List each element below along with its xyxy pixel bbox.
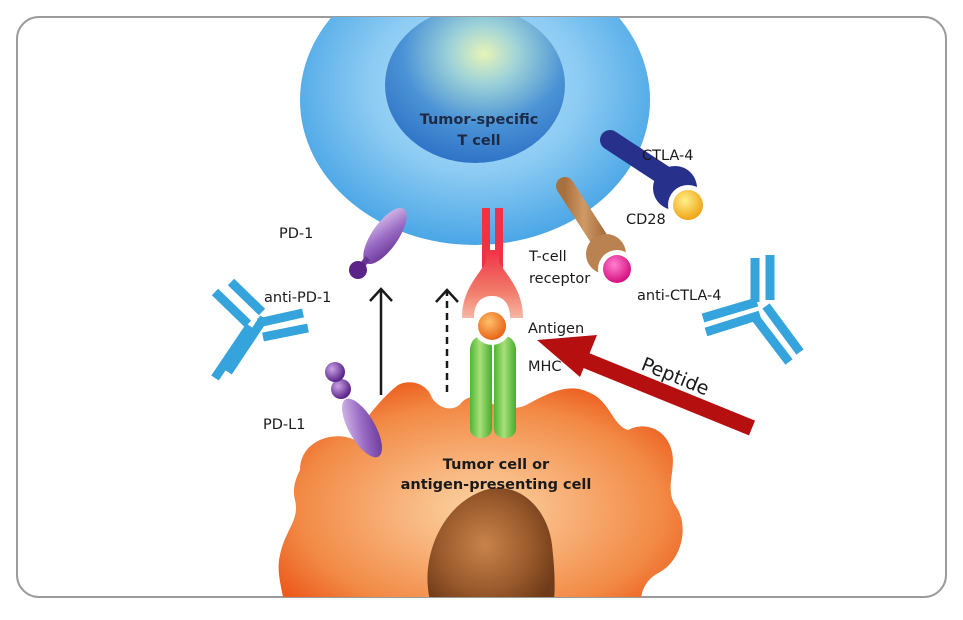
tcr-label-line2: receptor <box>529 271 590 287</box>
t-cell <box>300 17 650 245</box>
anti-ctla4-label: anti-CTLA-4 <box>637 288 721 304</box>
cd28-label: CD28 <box>626 212 666 228</box>
tcr-label-line1: T-cell <box>528 249 567 265</box>
mhc-label: MHC <box>528 359 562 375</box>
mhc-molecule <box>470 335 516 438</box>
b7-ligand-pink <box>603 255 631 283</box>
anti-ctla4-antibody <box>701 255 804 365</box>
tumor-nucleus <box>427 488 555 597</box>
tumor-cell-label-line1: Tumor cell or <box>443 457 550 473</box>
tumor-cell-label-line2: antigen-presenting cell <box>401 477 592 493</box>
pd1-receptor <box>349 207 407 279</box>
anti-pd1-antibody <box>211 278 309 381</box>
ctla4-label: CTLA-4 <box>642 148 693 164</box>
peptide-arrow <box>537 335 756 436</box>
t-cell-nucleus <box>385 17 565 163</box>
pd1-label: PD-1 <box>279 226 313 242</box>
anti-pd1-label: anti-PD-1 <box>264 290 331 306</box>
t-cell-label-line1: Tumor-specific <box>420 112 539 128</box>
t-cell-receptor <box>462 208 523 318</box>
antigen <box>473 307 511 345</box>
binding-arrow-dashed <box>435 288 459 392</box>
b7-ligand-yellow <box>673 190 703 220</box>
ctla4-receptor <box>600 130 708 225</box>
t-cell-label-line2: T cell <box>457 133 500 149</box>
antigen-label: Antigen <box>528 321 584 337</box>
pdl1-ligand <box>325 362 382 458</box>
pdl1-label: PD-L1 <box>263 417 305 433</box>
binding-arrow-solid <box>369 287 393 395</box>
cd28-receptor <box>556 177 636 288</box>
